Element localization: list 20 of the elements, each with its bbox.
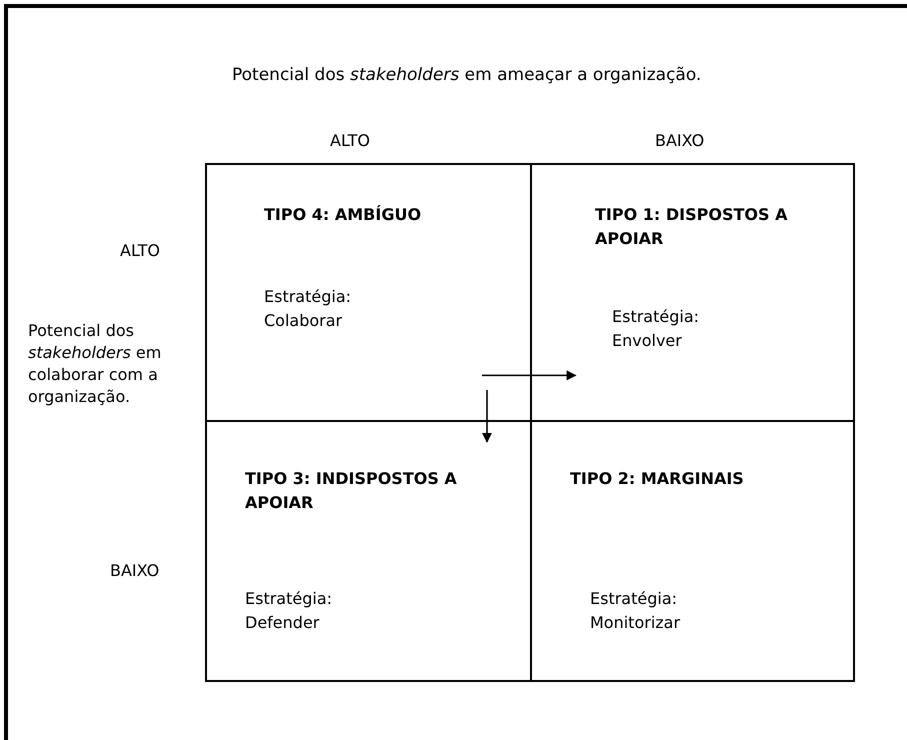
axis-level-label: BAIXO <box>110 560 160 582</box>
axis-level-label: BAIXO <box>655 130 704 152</box>
axis-title: Potencial dos stakeholders em colaborar com a organização. <box>28 320 162 408</box>
matrix-quadrant <box>205 420 532 682</box>
arrow <box>482 390 492 443</box>
strategy-text: Estratégia: Envolver <box>612 306 700 352</box>
matrix-quadrant <box>530 420 855 682</box>
matrix-quadrant <box>530 163 855 422</box>
strategy-text: Estratégia: Monitorizar <box>590 588 682 634</box>
quadrant-title: TIPO 4: AMBÍGUO <box>264 204 422 226</box>
matrix-quadrant <box>205 163 532 422</box>
strategy-text: Estratégia: Defender <box>245 588 334 634</box>
strategy-text: Estratégia: Colaborar <box>264 286 352 332</box>
arrow <box>482 370 577 380</box>
axis-level-label: ALTO <box>330 130 370 152</box>
quadrant-title: TIPO 3: INDISPOSTOS A APOIAR <box>245 468 458 514</box>
quadrant-title: TIPO 1: DISPOSTOS A APOIAR <box>595 204 788 250</box>
quadrant-title: TIPO 2: MARGINAIS <box>570 468 745 490</box>
axis-level-label: ALTO <box>120 240 160 262</box>
axis-title: Potencial dos stakeholders em ameaçar a organização. <box>232 64 702 86</box>
